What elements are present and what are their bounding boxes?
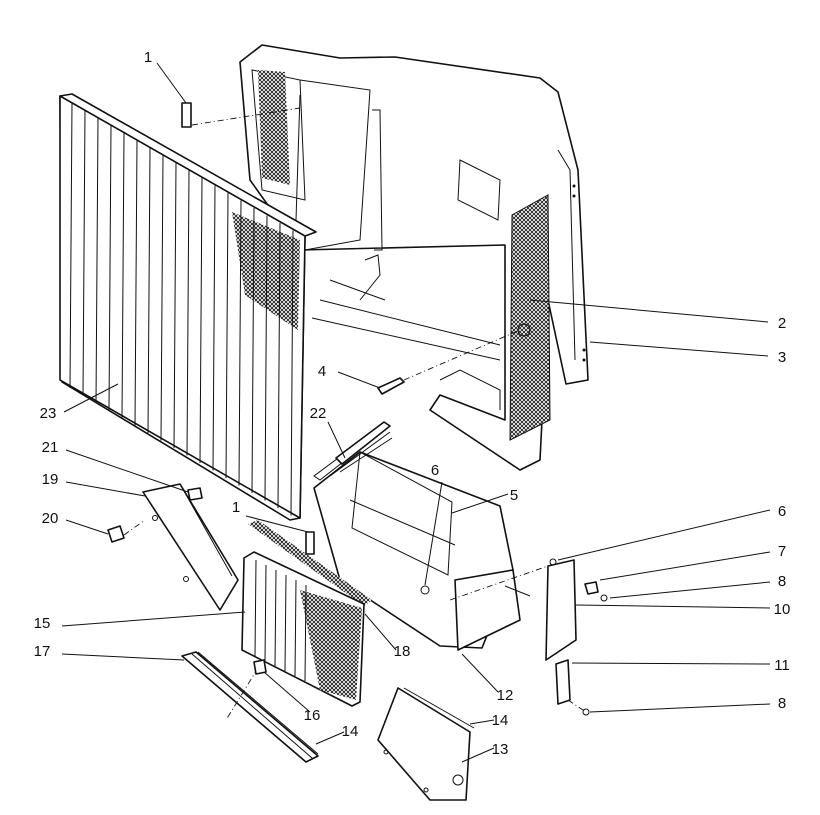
callout-leader [529,299,769,323]
rear-housing [239,44,589,471]
callout-number: 11 [774,657,790,674]
screen-slat [264,564,267,662]
callout-leader [571,662,771,665]
callout-leader [424,481,443,586]
callout-number: 1 [144,49,152,66]
callout-leader [609,581,771,599]
callout-number: 22 [310,405,327,422]
screen-slat [251,207,255,494]
bottom-panel-part-13 [377,687,475,801]
callout-leader [156,62,187,104]
screen-slat [304,584,307,682]
callout-number: 21 [42,439,59,456]
callout-leader [327,421,346,459]
callout-number: 8 [778,695,786,712]
bracket-part-1-top [181,102,301,128]
callout-number: 15 [34,615,51,632]
callout-leader [61,611,246,627]
lower-housing [313,423,549,651]
screen-slat [264,215,268,501]
callout-leader [337,371,381,389]
callout-leader [469,719,495,725]
callout-number: 13 [492,741,509,758]
callout-number: 16 [304,707,321,724]
callout-number: 8 [778,573,786,590]
cover-panel-part-19 [107,483,239,611]
callout-leader [63,383,119,413]
callout-leader [245,515,309,533]
callout-leader [589,703,771,713]
side-panel-part-10 [545,558,608,661]
callout-leader [461,653,499,693]
callout-leader [599,551,771,581]
bracket-part-11 [555,659,590,716]
callout-number: 1 [232,499,240,516]
callout-leader [451,493,509,514]
screen-slat [254,559,257,657]
screen-slat [238,200,242,486]
screen-slat [108,125,112,411]
screen-slat [121,132,125,419]
screen-slat [199,177,203,464]
screen-slat [82,110,86,396]
screen-slat [277,222,281,509]
callout-number: 18 [394,643,411,660]
callout-number: 12 [497,687,514,704]
gasket-part-22 [335,421,391,465]
radiator-screen [59,93,317,521]
callout-leader [315,731,345,745]
screen-slat [274,569,277,667]
seal-strip-part-18 [248,520,372,606]
bracket-part-1-middle [305,531,315,555]
screen-slat [95,117,99,404]
callout-leader [461,747,495,763]
screen-slat [290,230,294,516]
callout-number: 10 [774,601,791,618]
callout-number: 17 [34,643,51,660]
screen-slat [225,192,229,479]
strip-part-17 [181,651,319,763]
callout-number: 19 [42,471,59,488]
callout-leader [65,449,189,493]
callout-leader [65,481,146,497]
screen-slat [160,155,164,441]
callout-leader [61,653,185,661]
callout-number: 6 [778,503,786,520]
screen-slat [69,102,73,389]
screen-slat [284,574,287,672]
callout-number: 14 [342,723,359,740]
callout-number: 3 [778,349,786,366]
callout-leader [589,341,769,357]
bolt-part-4 [377,329,521,395]
callout-number: 14 [492,712,509,729]
callout-leader [557,509,771,561]
callout-number: 7 [778,543,786,560]
screen-slat [134,140,138,426]
callout-number: 20 [42,510,59,527]
callout-number: 6 [431,462,439,479]
callout-number: 2 [778,315,786,332]
callout-number: 23 [40,405,57,422]
front-screen-part-15 [241,551,365,707]
screen-slat [212,185,216,471]
screen-slat [173,162,177,449]
callout-leader [65,519,109,535]
screen-slat [186,170,190,456]
callout-leader [575,604,771,609]
screen-slat [294,579,297,677]
screen-slat [147,147,151,434]
callout-number: 4 [318,363,326,380]
callout-leader [364,613,397,651]
callout-leader [263,671,311,713]
callout-number: 5 [510,487,518,504]
